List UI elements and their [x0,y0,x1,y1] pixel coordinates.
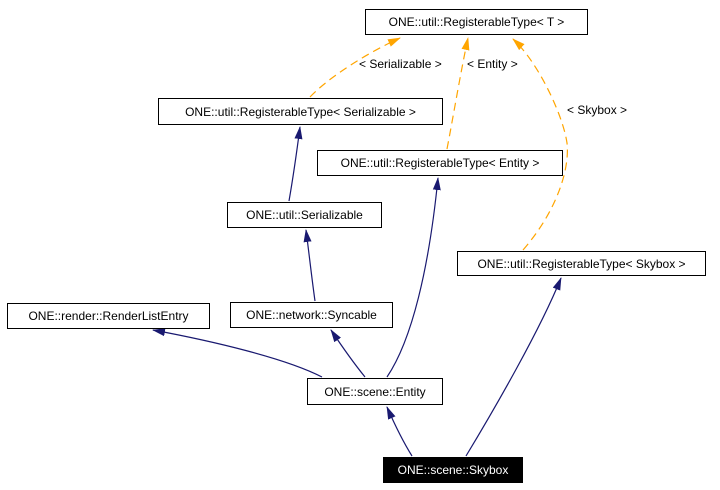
node-registerabletype-t[interactable]: ONE::util::RegisterableType< T > [365,9,588,35]
node-registerabletype-skybox[interactable]: ONE::util::RegisterableType< Skybox > [457,251,706,276]
edge-skybox-to-registerabletype-skybox [465,277,562,457]
edge-entity-to-syncable [330,329,366,378]
edge-template-entity [446,37,470,150]
edge-label-template-entity: < Entity > [467,57,518,71]
node-util-serializable[interactable]: ONE::util::Serializable [227,202,382,228]
edge-template-skybox [512,38,568,251]
edge-label-template-skybox: < Skybox > [567,103,628,117]
node-scene-skybox-current: ONE::scene::Skybox [383,457,523,483]
node-network-syncable[interactable]: ONE::network::Syncable [230,302,393,328]
edge-label-template-serializable: < Serializable > [359,57,442,71]
edge-entity-to-registerabletype-entity [386,177,441,378]
edge-template-serializable [309,37,401,98]
node-scene-entity[interactable]: ONE::scene::Entity [307,378,443,405]
edge-serializable-to-registerabletype-serializable [288,126,303,202]
edge-syncable-to-serializable [303,229,316,302]
node-renderlistentry[interactable]: ONE::render::RenderListEntry [7,303,210,329]
edge-entity-to-renderlistentry [152,328,323,378]
node-registerabletype-entity[interactable]: ONE::util::RegisterableType< Entity > [317,150,563,176]
edge-skybox-to-entity [386,406,413,457]
node-registerabletype-serializable[interactable]: ONE::util::RegisterableType< Serializabl… [158,98,443,125]
